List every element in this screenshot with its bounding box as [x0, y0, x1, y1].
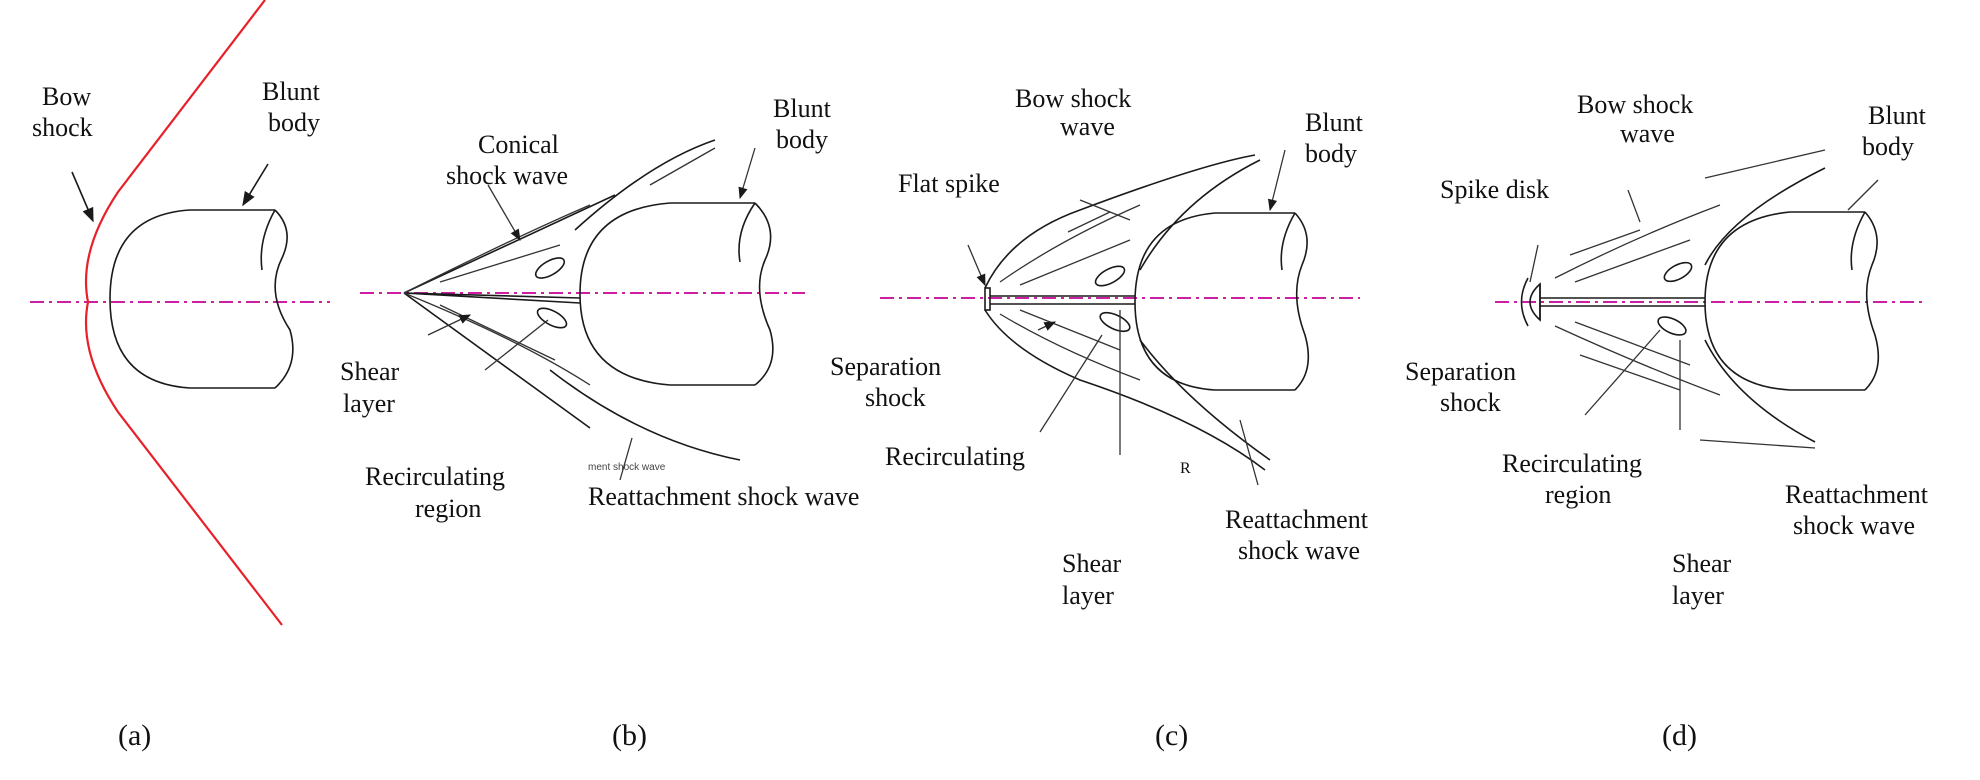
label-reattachment-c-2: shock wave: [1238, 536, 1360, 565]
caption-a: (a): [118, 719, 151, 752]
panel-c: Bow shock wave Blunt body Flat spike Sep…: [830, 84, 1369, 752]
label-separation-d-2: shock: [1440, 388, 1501, 417]
panel-d: Bow shock wave Blunt body Spike disk Sep…: [1405, 90, 1929, 752]
label-recirculating-b-2: region: [415, 494, 481, 523]
label-shear-layer-d-2: layer: [1672, 581, 1724, 610]
label-bow-shock-c-2: wave: [1060, 112, 1115, 141]
label-shear-layer-b-2: layer: [343, 389, 395, 418]
label-reattachment-d-1: Reattachment: [1785, 480, 1929, 509]
label-separation-c-2: shock: [865, 383, 926, 412]
label-shear-layer-d-1: Shear: [1672, 549, 1732, 578]
label-reattachment-d-2: shock wave: [1793, 511, 1915, 540]
label-blunt-body-a-1: Blunt: [262, 77, 321, 106]
label-bow-shock-c-1: Bow shock: [1015, 84, 1131, 113]
blunt-body-a: [109, 209, 294, 389]
label-blunt-body-b-2: body: [776, 125, 828, 154]
caption-d: (d): [1662, 719, 1697, 752]
faint-note-b: ment shock wave: [588, 462, 666, 473]
label-separation-c-1: Separation: [830, 352, 941, 381]
panel-b: Conical shock wave Blunt body Shear laye…: [340, 94, 859, 752]
label-conical-shock-1: Conical: [478, 130, 559, 159]
label-flat-spike: Flat spike: [898, 169, 1000, 198]
label-reattachment-c-1: Reattachment: [1225, 505, 1369, 534]
label-separation-d-1: Separation: [1405, 357, 1516, 386]
label-reattachment-b: Reattachment shock wave: [588, 482, 859, 511]
label-shear-layer-c-2: layer: [1062, 581, 1114, 610]
label-blunt-body-b-1: Blunt: [773, 94, 832, 123]
caption-b: (b): [612, 719, 647, 752]
label-blunt-body-d-2: body: [1862, 132, 1914, 161]
label-spike-disk: Spike disk: [1440, 175, 1549, 204]
label-recirculating-d-2: region: [1545, 480, 1611, 509]
label-recirculating-c: Recirculating: [885, 442, 1025, 471]
label-blunt-body-a-2: body: [268, 108, 320, 137]
label-blunt-body-c-2: body: [1305, 139, 1357, 168]
label-shear-layer-c-1: Shear: [1062, 549, 1122, 578]
blunt-body-c: [1134, 212, 1310, 391]
label-bow-shock-a-2: shock: [32, 113, 93, 142]
blunt-body-b: [579, 202, 774, 386]
label-bow-shock-d-2: wave: [1620, 119, 1675, 148]
blunt-body-d: [1704, 211, 1880, 391]
label-recirculating-b-1: Recirculating: [365, 462, 505, 491]
label-shear-layer-b-1: Shear: [340, 357, 400, 386]
caption-c: (c): [1155, 719, 1188, 752]
label-conical-shock-2: shock wave: [446, 161, 568, 190]
bow-shock-curve: [84, 0, 283, 626]
label-recirculating-d-1: Recirculating: [1502, 449, 1642, 478]
label-bow-shock-a-1: Bow: [42, 82, 91, 111]
label-blunt-body-d-1: Blunt: [1868, 101, 1927, 130]
label-stray-mark: R: [1180, 460, 1191, 477]
label-bow-shock-d-1: Bow shock: [1577, 90, 1693, 119]
panel-a: Bow shock Blunt body (a): [30, 0, 330, 752]
label-blunt-body-c-1: Blunt: [1305, 108, 1364, 137]
